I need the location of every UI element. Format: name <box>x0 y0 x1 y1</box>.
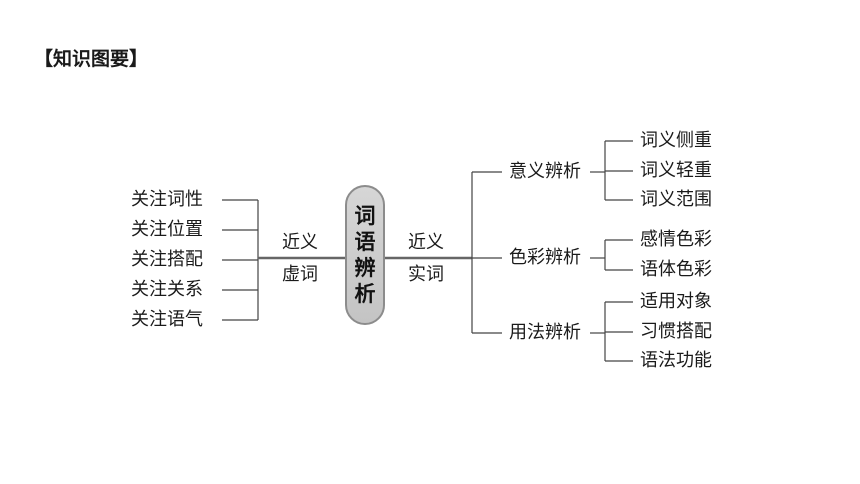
center-char: 辨 <box>354 256 376 280</box>
right-link-top-label: 近义 <box>408 232 444 253</box>
category-item: 词义轻重 <box>640 160 712 181</box>
left-branch-label: 关注语气 <box>131 309 203 330</box>
left-link-top-label: 近义 <box>282 232 318 253</box>
category-item: 词义范围 <box>640 189 712 210</box>
category-item: 词义侧重 <box>640 130 712 151</box>
center-node: 词 语 辨 析 <box>345 185 385 325</box>
center-char: 词 <box>354 204 376 228</box>
left-branch-label: 关注关系 <box>131 279 203 300</box>
category-item: 语体色彩 <box>640 259 712 280</box>
center-char: 析 <box>354 282 376 306</box>
left-branch-label: 关注搭配 <box>131 249 203 270</box>
category-label: 色彩辨析 <box>509 247 581 268</box>
page-heading: 【知识图要】 <box>34 48 149 70</box>
category-label: 用法辨析 <box>509 322 581 343</box>
left-branch-label: 关注位置 <box>131 219 203 240</box>
center-char: 语 <box>354 230 376 254</box>
category-item: 感情色彩 <box>640 229 712 250</box>
category-item: 习惯搭配 <box>640 321 712 342</box>
right-link-bottom-label: 实词 <box>408 264 444 285</box>
left-link-bottom-label: 虚词 <box>282 264 318 285</box>
category-item: 适用对象 <box>640 291 712 312</box>
category-item: 语法功能 <box>640 350 712 371</box>
left-branch-label: 关注词性 <box>131 189 203 210</box>
category-label: 意义辨析 <box>509 161 581 182</box>
